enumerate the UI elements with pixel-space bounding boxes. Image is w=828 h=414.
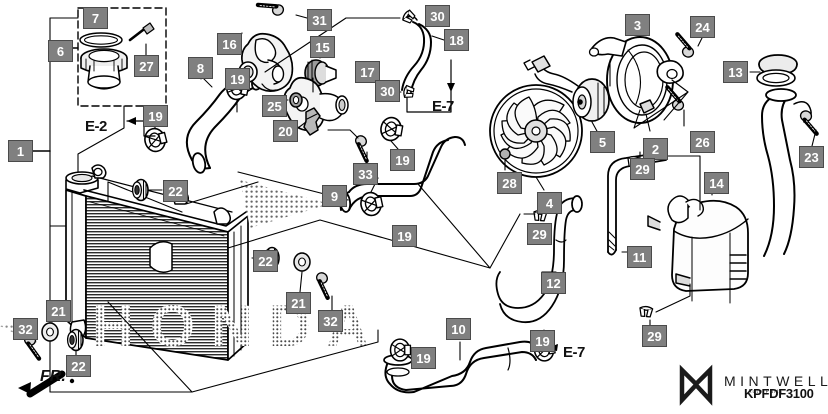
callout-13[interactable]: 13	[723, 61, 748, 83]
callout-21[interactable]: 21	[46, 300, 71, 322]
callout-22[interactable]: 22	[253, 250, 278, 272]
callout-19[interactable]: 19	[143, 105, 168, 127]
callout-19[interactable]: 19	[392, 225, 417, 247]
brand-name: MINTWELL	[724, 373, 828, 389]
brand-subtitle: Auto Parts	[748, 389, 784, 395]
callout-19[interactable]: 19	[530, 330, 555, 352]
callout-7[interactable]: 7	[83, 7, 108, 29]
callout-4[interactable]: 4	[537, 192, 562, 214]
section-ref-e7_bottom[interactable]: E-7	[563, 344, 585, 361]
callout-8[interactable]: 8	[188, 57, 213, 79]
callout-10[interactable]: 10	[446, 318, 471, 340]
callout-33[interactable]: 33	[353, 163, 378, 185]
callout-20[interactable]: 20	[273, 120, 298, 142]
diagram-code: KPFDF3100	[744, 386, 814, 401]
section-ref-e7_top[interactable]: E-7	[432, 98, 454, 115]
callout-24[interactable]: 24	[690, 16, 715, 38]
callout-25[interactable]: 25	[262, 95, 287, 117]
callout-12[interactable]: 12	[541, 272, 566, 294]
callout-29[interactable]: 29	[642, 325, 667, 347]
callout-19[interactable]: 19	[225, 68, 250, 90]
callout-16[interactable]: 16	[217, 33, 242, 55]
callout-6[interactable]: 6	[48, 40, 73, 62]
mintwell-logo-icon	[679, 364, 713, 406]
callout-29[interactable]: 29	[630, 158, 655, 180]
callout-29[interactable]: 29	[527, 223, 552, 245]
callout-21[interactable]: 21	[286, 292, 311, 314]
callout-11[interactable]: 11	[627, 246, 652, 268]
callout-5[interactable]: 5	[590, 131, 615, 153]
callout-28[interactable]: 28	[497, 172, 522, 194]
callout-32[interactable]: 32	[13, 318, 38, 340]
callout-22[interactable]: 22	[66, 355, 91, 377]
callout-30[interactable]: 30	[375, 80, 400, 102]
callout-1[interactable]: 1	[8, 140, 33, 162]
callout-15[interactable]: 15	[310, 36, 335, 58]
callout-14[interactable]: 14	[704, 172, 729, 194]
callout-26[interactable]: 26	[690, 131, 715, 153]
callout-31[interactable]: 31	[307, 9, 332, 31]
callout-22[interactable]: 22	[163, 180, 188, 202]
callout-18[interactable]: 18	[444, 29, 469, 51]
callout-2[interactable]: 2	[643, 138, 668, 160]
callout-17[interactable]: 17	[355, 61, 380, 83]
callout-30[interactable]: 30	[425, 5, 450, 27]
front-direction-label: FR.	[40, 368, 66, 385]
callout-19[interactable]: 19	[411, 347, 436, 369]
callout-32[interactable]: 32	[318, 310, 343, 332]
callout-19[interactable]: 19	[390, 149, 415, 171]
callout-23[interactable]: 23	[799, 146, 824, 168]
callout-9[interactable]: 9	[322, 185, 347, 207]
section-ref-e2[interactable]: E-2	[85, 118, 107, 135]
callout-27[interactable]: 27	[134, 55, 159, 77]
callout-3[interactable]: 3	[625, 14, 650, 36]
